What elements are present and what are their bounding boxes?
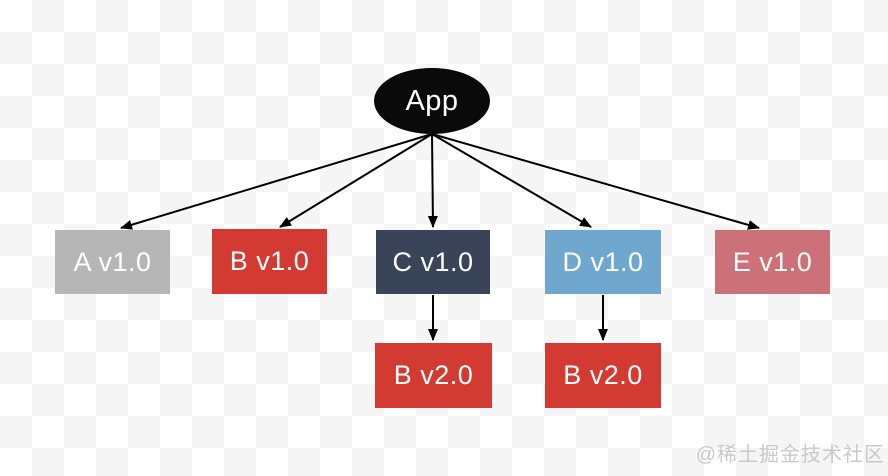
edge-app-e: [431, 133, 760, 230]
edge-app-c: [427, 133, 438, 228]
node-b-v1-label: B v1.0: [229, 246, 310, 276]
edge-app-d: [431, 133, 592, 228]
node-b-v2-right: B v2.0: [545, 343, 661, 408]
node-e-v1: E v1.0: [715, 230, 830, 294]
node-d-v1: D v1.0: [545, 230, 661, 294]
edge-app-b: [279, 133, 433, 228]
node-a-v1: A v1.0: [55, 230, 170, 294]
node-a-v1-label: A v1.0: [73, 246, 152, 277]
node-app-label: App: [405, 84, 459, 117]
watermark: @稀土掘金技术社区: [695, 444, 885, 466]
node-c-v1: C v1.0: [376, 230, 490, 294]
node-b-v2-left: B v2.0: [375, 343, 492, 408]
node-b-v2-left-label: B v2.0: [393, 360, 474, 390]
node-b-v1: B v1.0: [212, 229, 327, 294]
node-app: App: [374, 68, 490, 134]
edge-app-a: [120, 133, 433, 230]
node-c-v1-label: C v1.0: [392, 246, 474, 277]
node-d-v1-label: D v1.0: [562, 246, 644, 277]
node-e-v1-label: E v1.0: [732, 246, 813, 277]
node-b-v2-right-label: B v2.0: [563, 360, 643, 390]
